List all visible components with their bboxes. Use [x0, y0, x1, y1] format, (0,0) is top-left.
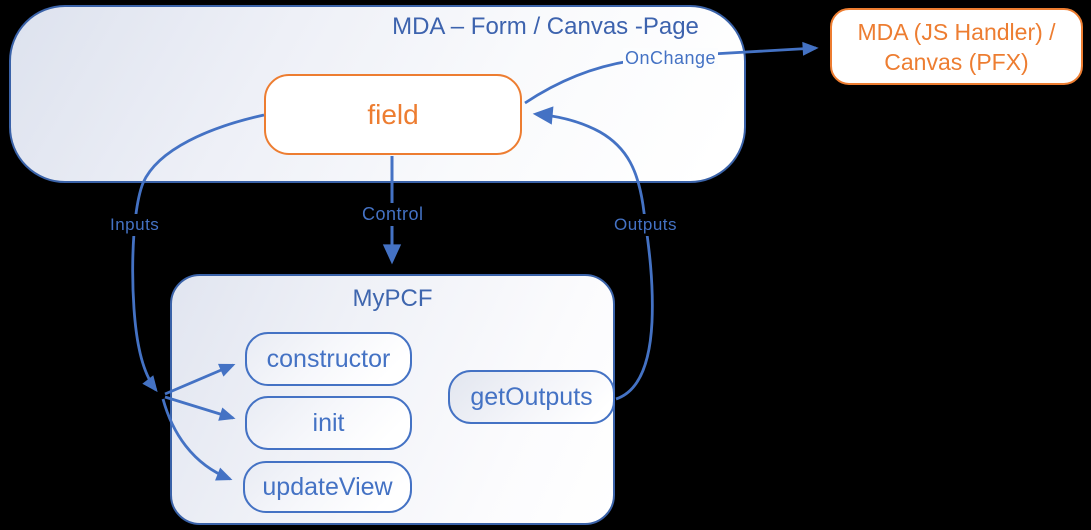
- init-node: init: [245, 396, 412, 450]
- js-handler-node: MDA (JS Handler) / Canvas (PFX): [830, 8, 1083, 85]
- onchange-edge-label: OnChange: [623, 48, 719, 69]
- outputs-edge-label: Outputs: [611, 214, 681, 236]
- js-handler-label-line1: MDA (JS Handler) /: [857, 18, 1056, 45]
- getoutputs-node: getOutputs: [448, 370, 615, 424]
- control-edge-label: Control: [358, 203, 428, 226]
- init-label: init: [312, 408, 345, 437]
- mypcf-title: MyPCF: [352, 285, 433, 312]
- constructor-label: constructor: [266, 344, 391, 373]
- updateview-label: updateView: [262, 472, 393, 501]
- form-canvas-page-title: MDA – Form / Canvas -Page: [392, 13, 699, 40]
- updateview-node: updateView: [243, 461, 412, 513]
- js-handler-label-line2: Canvas (PFX): [884, 48, 1029, 75]
- field-node: field: [264, 74, 522, 155]
- getoutputs-label: getOutputs: [470, 382, 593, 411]
- field-node-label: field: [367, 98, 419, 130]
- constructor-node: constructor: [245, 332, 412, 386]
- inputs-edge-label: Inputs: [108, 214, 162, 236]
